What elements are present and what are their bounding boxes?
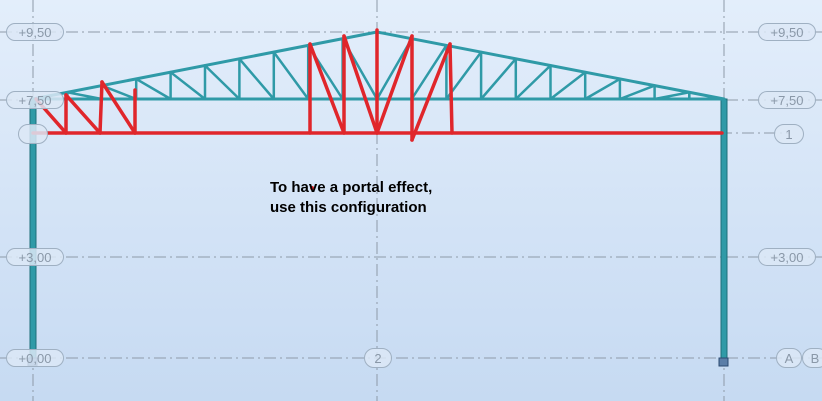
- annotation-marker: [310, 186, 314, 190]
- highlight-center-diagonal-2: [342, 34, 379, 135]
- truss-diagonal: [66, 91, 104, 101]
- level-label-mid-right: +3,00: [758, 248, 816, 266]
- truss-diagonal: [653, 91, 691, 101]
- highlight-left-diagonal-2: [64, 93, 102, 135]
- highlight-left-diagonal-3: [100, 80, 137, 135]
- level-label-top-right: +9,50: [758, 23, 816, 41]
- truss-diagonal: [479, 57, 518, 101]
- grid-bubble-axis-1-left: [18, 124, 48, 144]
- level-label-eaves-left: +7,50: [6, 91, 64, 109]
- truss-diagonal: [583, 77, 622, 101]
- truss-web: [31, 37, 691, 101]
- level-label-top-left: +9,50: [6, 23, 64, 41]
- truss-diagonal: [618, 84, 656, 101]
- grid-bubble-axis-a: A: [776, 348, 802, 368]
- columns: [27, 98, 729, 367]
- grid-bubble-axis-b: B: [802, 348, 822, 368]
- truss-diagonal: [169, 70, 207, 101]
- highlight-center-diagonal-1: [308, 42, 346, 135]
- right-column: [720, 98, 728, 362]
- highlight-center-diagonal-3: [375, 34, 414, 135]
- truss-diagonal: [134, 77, 172, 101]
- truss-diagonal: [549, 70, 587, 101]
- grid-bubble-axis-2: 2: [364, 348, 392, 368]
- highlight-center-diagonal-4: [410, 42, 452, 142]
- annotation-line-1: To have a portal effect,: [270, 179, 433, 196]
- truss-diagonal: [203, 64, 241, 101]
- level-label-mid-left: +3,00: [6, 248, 64, 266]
- highlight-center-post-5: [448, 42, 454, 135]
- annotation-text: To have a portal effect, use this config…: [270, 178, 432, 218]
- level-label-eaves-right: +7,50: [758, 91, 816, 109]
- grid-bubble-axis-1: 1: [774, 124, 804, 144]
- right-column-support: [718, 357, 729, 367]
- highlight-left-post-2: [98, 80, 104, 135]
- level-label-ground-left: +0,00: [6, 349, 64, 367]
- truss-diagonal: [514, 64, 552, 101]
- highlight-members: [31, 28, 724, 142]
- truss-diagonal: [272, 50, 310, 101]
- annotation-line-2: use this configuration: [270, 199, 427, 216]
- truss-diagonal: [410, 44, 448, 101]
- truss-diagonal: [238, 57, 276, 101]
